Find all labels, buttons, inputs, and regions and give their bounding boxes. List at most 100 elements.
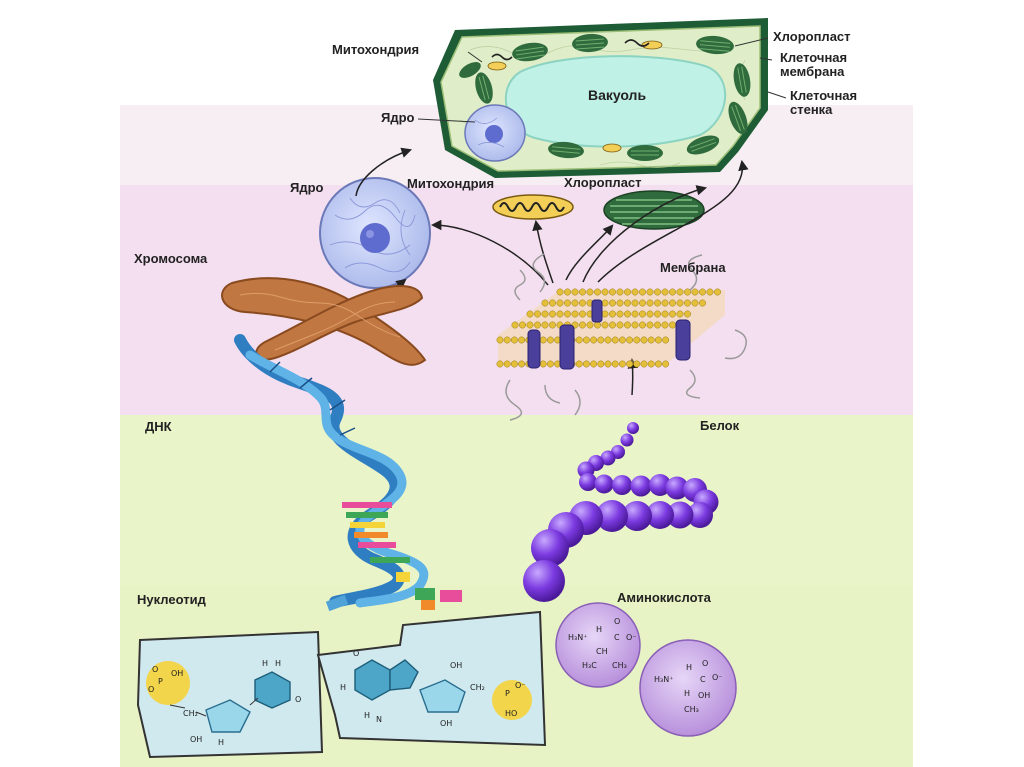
phospholipid-head — [661, 321, 669, 329]
phospholipid-head — [518, 336, 526, 344]
phospholipid-head — [604, 360, 612, 368]
phospholipid-head — [691, 288, 699, 296]
phospholipid-head — [639, 288, 646, 296]
svg-text:O: O — [148, 685, 154, 694]
phospholipid-head — [616, 310, 624, 318]
amino-acid-bead — [596, 500, 628, 532]
svg-text:H₃C: H₃C — [582, 661, 597, 670]
amino-acid-bead — [630, 475, 652, 497]
svg-text:CH: CH — [596, 647, 608, 656]
phospholipid-head — [616, 288, 624, 296]
amino-acid-bead — [666, 501, 694, 529]
phospholipid-head — [669, 310, 676, 318]
svg-text:OH: OH — [171, 669, 183, 678]
cell-leader-lines — [417, 37, 787, 123]
phospholipid-head — [590, 336, 598, 344]
phospholipid-head — [510, 336, 518, 344]
phospholipid-head — [556, 310, 564, 318]
phospholipid-head — [549, 299, 556, 307]
phospholipid-head — [684, 310, 691, 318]
cell-chloroplasts — [459, 33, 751, 161]
amino-acid-1: H₃N⁺ H C O⁻ O CH H₃C CH₃ — [555, 602, 641, 688]
phospholipid-head — [609, 299, 616, 307]
svg-text:CH₃: CH₃ — [612, 661, 627, 670]
phospholipid-head — [571, 288, 579, 296]
phospholipid-head — [586, 288, 594, 296]
phospholipid-head — [646, 321, 654, 329]
phospholipid-head — [526, 310, 534, 318]
svg-text:O: O — [614, 617, 620, 626]
cell-nucleus — [464, 104, 526, 162]
svg-text:OH: OH — [450, 661, 462, 670]
phospholipid-head — [601, 310, 609, 318]
svg-text:O⁻: O⁻ — [626, 633, 637, 642]
phospholipid-head — [519, 321, 526, 329]
phospholipid-head — [611, 336, 619, 344]
amino-acid-bead — [627, 422, 639, 434]
phospholipid-head — [654, 321, 661, 329]
chromosome — [221, 277, 427, 366]
svg-text:N: N — [376, 715, 382, 724]
svg-text:H: H — [364, 711, 370, 720]
svg-text:H: H — [262, 659, 268, 668]
phospholipid-head — [647, 360, 655, 368]
phospholipid-head — [676, 299, 684, 307]
nucleotide-panel-left: O P OH O H H O OH H CH₂ — [136, 630, 324, 759]
svg-text:OH: OH — [440, 719, 452, 728]
phospholipid-head — [503, 360, 511, 368]
svg-text:H: H — [686, 663, 692, 672]
phospholipid-head — [534, 310, 541, 318]
label-mitochondria-top: Митохондрия — [332, 42, 420, 57]
phospholipid-head — [539, 360, 547, 368]
phospholipid-head — [579, 288, 586, 296]
phospholipid-head — [549, 310, 556, 318]
phospholipid-head — [539, 336, 547, 344]
phospholipid-head — [579, 310, 586, 318]
phospholipid-head — [676, 310, 684, 318]
label-nucleus-in-cell: Ядро — [381, 110, 415, 125]
svg-text:O⁻: O⁻ — [515, 681, 526, 690]
mitochondrion-large — [492, 194, 574, 220]
svg-text:H: H — [275, 659, 281, 668]
phospholipid-head — [541, 299, 549, 307]
phospholipid-head — [594, 321, 601, 329]
svg-text:H: H — [596, 625, 602, 634]
phospholipid-head — [699, 288, 706, 296]
label-nucleotide: Нуклеотид — [137, 592, 206, 607]
amino-acid-bead — [523, 560, 565, 602]
phospholipid-head — [616, 321, 624, 329]
phospholipid-head — [626, 336, 634, 344]
phospholipid-head — [669, 299, 676, 307]
phospholipid-head — [541, 310, 549, 318]
label-protein: Белок — [700, 418, 740, 433]
phospholipid-head — [640, 360, 648, 368]
phospholipid-head — [654, 310, 661, 318]
phospholipid-head — [662, 360, 670, 368]
label-chloroplast-top: Хлоропласт — [773, 29, 851, 44]
phospholipid-head — [654, 360, 662, 368]
phospholipid-head — [676, 288, 684, 296]
phospholipid-head — [541, 321, 549, 329]
svg-text:OH: OH — [698, 691, 710, 700]
phospholipid-head — [590, 360, 598, 368]
phospholipid-head — [640, 336, 648, 344]
phospholipid-head — [639, 299, 646, 307]
phospholipid-head — [571, 299, 579, 307]
label-cell-wall: Клеточная стенка — [790, 88, 858, 117]
phospholipid-head — [662, 336, 670, 344]
svg-text:O: O — [152, 665, 158, 674]
phospholipid-head — [571, 310, 579, 318]
plant-cell — [433, 18, 768, 178]
svg-text:OH: OH — [190, 735, 202, 744]
phospholipid-head — [699, 299, 706, 307]
phospholipid-head — [556, 288, 564, 296]
phospholipid-head — [706, 288, 714, 296]
svg-text:H: H — [684, 689, 690, 698]
phospholipid-head — [654, 299, 661, 307]
svg-text:O: O — [353, 649, 359, 658]
svg-text:P: P — [158, 677, 163, 686]
svg-text:O⁻: O⁻ — [712, 673, 723, 682]
phospholipid-head — [579, 299, 586, 307]
phospholipid-head — [654, 288, 661, 296]
phospholipid-head — [624, 321, 631, 329]
